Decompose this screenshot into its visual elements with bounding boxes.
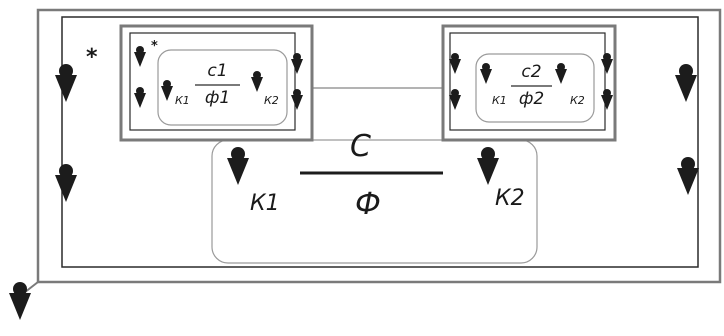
left-block-marker: * [151,39,158,54]
central-rounded-box [211,139,538,264]
outer-frame [36,8,722,284]
main-k2-label: К2 [495,186,525,211]
main-k1-label: К1 [250,191,280,216]
person-marker-icon [9,282,31,320]
root-marker: * [86,45,98,70]
right-block-k2-label: К2 [570,94,585,107]
main-numerator: С [350,129,371,164]
right-numerator: с2 [521,62,542,82]
left-block-rounded [157,49,288,126]
person-marker-icon [55,64,77,102]
left-block-k2-label: К2 [264,94,279,107]
main-denominator: Ф [355,187,381,222]
right-block-inner [449,32,606,131]
right-denominator: ф2 [518,89,545,109]
inner-frame [61,16,699,268]
left-numerator: с1 [207,61,228,81]
person-marker-icon [675,64,697,102]
left-block-inner [129,32,296,131]
person-marker-icon [677,157,699,195]
right-block-k1-label: К1 [492,94,507,107]
left-denominator: ф1 [204,88,231,108]
left-block-k1-label: К1 [175,94,190,107]
person-marker-icon [55,164,77,202]
